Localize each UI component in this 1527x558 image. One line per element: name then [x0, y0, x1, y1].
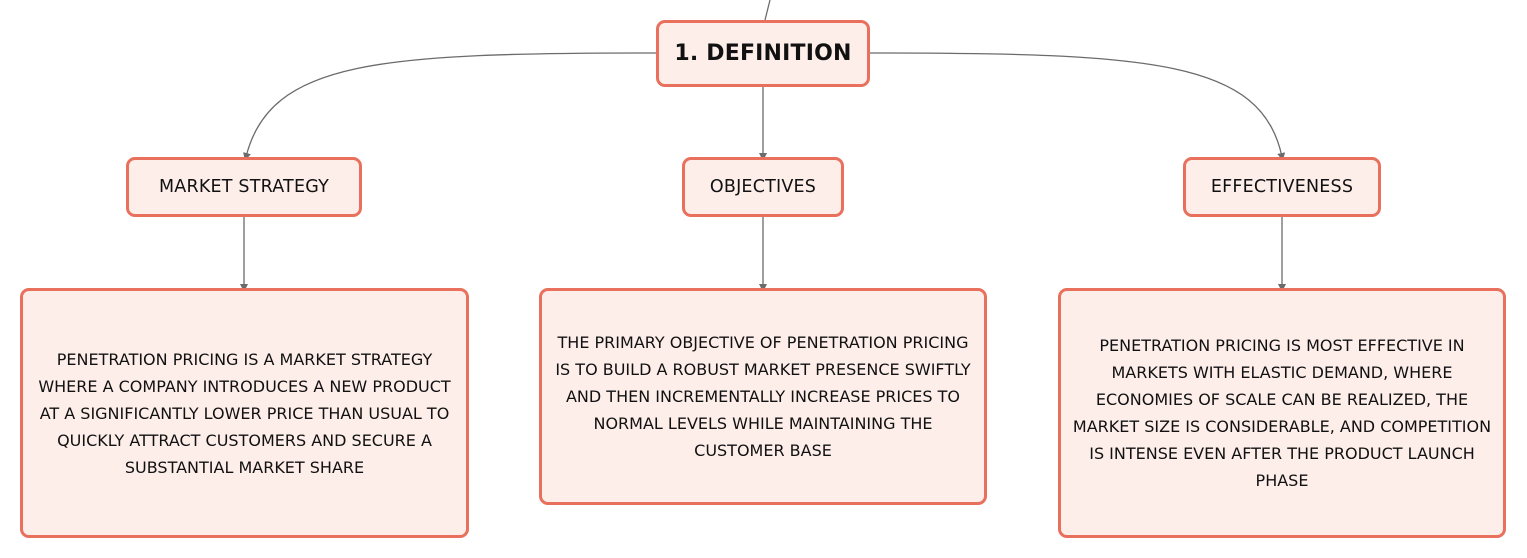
detail-node-text: PENETRATION PRICING IS A MARKET STRATEGY…: [38, 349, 451, 477]
detail-node-market-strategy[interactable]: PENETRATION PRICING IS A MARKET STRATEGY…: [20, 288, 469, 538]
root-node-definition[interactable]: 1. DEFINITION: [656, 20, 870, 87]
connector-from-parent: [764, 0, 771, 21]
topic-node-label: OBJECTIVES: [709, 177, 817, 197]
detail-node-effectiveness[interactable]: PENETRATION PRICING IS MOST EFFECTIVE IN…: [1058, 288, 1506, 538]
detail-node-text: PENETRATION PRICING IS MOST EFFECTIVE IN…: [1072, 336, 1492, 490]
root-node-label: 1. DEFINITION: [674, 41, 852, 66]
topic-node-objectives[interactable]: OBJECTIVES: [682, 157, 844, 217]
connector-root-to-market-strategy: [243, 52, 657, 161]
detail-node-objectives[interactable]: THE PRIMARY OBJECTIVE OF PENETRATION PRI…: [539, 288, 987, 505]
topic-node-market-strategy[interactable]: MARKET STRATEGY: [126, 157, 362, 217]
connector-root-to-effectiveness: [869, 52, 1286, 161]
topic-node-effectiveness[interactable]: EFFECTIVENESS: [1183, 157, 1381, 217]
detail-node-text: THE PRIMARY OBJECTIVE OF PENETRATION PRI…: [555, 333, 971, 460]
topic-node-label: EFFECTIVENESS: [1210, 177, 1354, 197]
topic-node-label: MARKET STRATEGY: [158, 177, 329, 197]
